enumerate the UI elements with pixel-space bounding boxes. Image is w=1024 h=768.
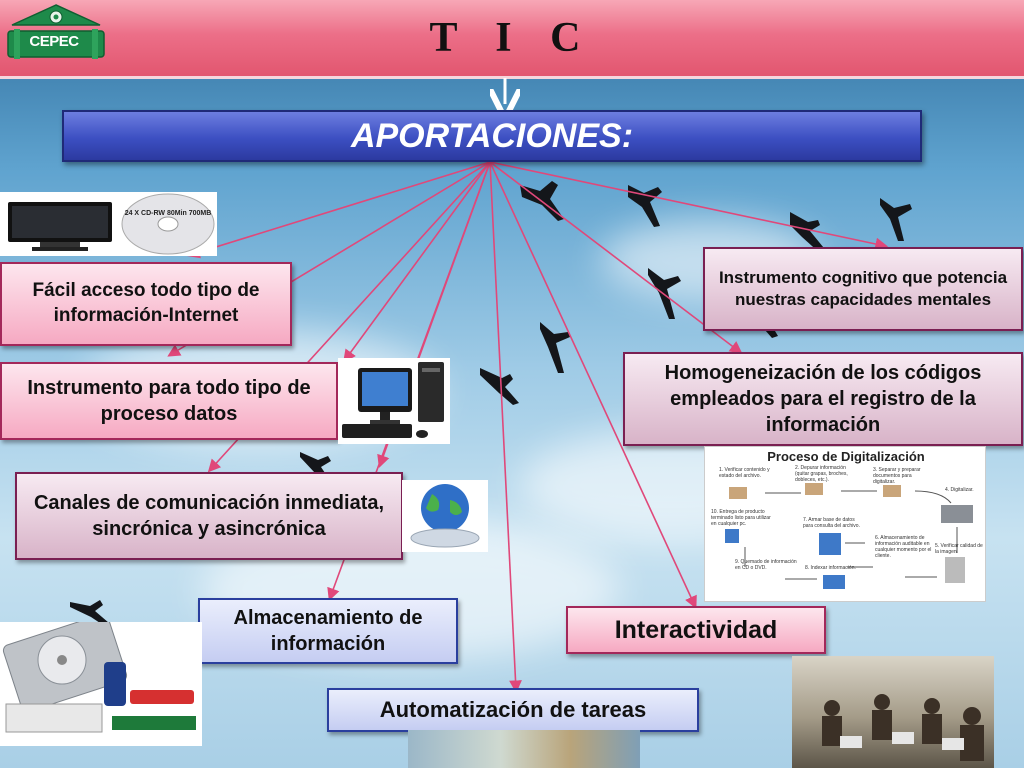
tv-icon [8, 202, 112, 251]
digitalization-step-3: 3. Separar y preparar documentos para di… [873, 467, 921, 485]
item-interactividad: Interactividad [566, 606, 826, 654]
digitalization-step-4: 4. Digitalizar. [945, 487, 974, 493]
digitalization-step-6: 6. Almacenamiento de información auditab… [875, 535, 932, 559]
digitalization-step-9: 9. Quemado de información en CD o DVD. [735, 559, 797, 571]
digitalization-step-2: 2. Depurar información (quitar grapas, b… [795, 465, 848, 483]
cd-icon: 24 X CD-RW 80Min 700MB [121, 193, 215, 255]
classroom-photo-image [792, 656, 994, 768]
digitalization-step-10: 10. Entrega de producto terminado listo … [711, 509, 771, 527]
item-automatizacion: Automatización de tareas [327, 688, 699, 732]
desktop-computer-image [338, 358, 450, 444]
item-canales-comunicacion: Canales de comunicación inmediata, sincr… [15, 472, 403, 560]
logo-text: CEPEC [29, 33, 79, 50]
item-instrumento-cognitivo: Instrumento cognitivo que potencia nuest… [703, 247, 1023, 331]
item-homogeneizacion: Homogeneización de los códigos empleados… [623, 352, 1023, 446]
page-title: T I C [429, 15, 595, 61]
hard-drive-icon [2, 613, 196, 733]
table-photo-image [408, 730, 640, 768]
globe-icon [410, 484, 480, 548]
aportaciones-title: APORTACIONES: [62, 110, 922, 162]
digitalization-step-8: 8. Indexar información. [805, 565, 856, 571]
people-icon [822, 694, 984, 761]
digitalization-step-7: 7. Armar base de datos para consulta del… [803, 517, 860, 529]
computer-icon [342, 362, 444, 438]
cepec-logo-icon [7, 4, 105, 59]
header-bar: CEPEC T I C [0, 0, 1024, 79]
tv-and-cd-image: 24 X CD-RW 80Min 700MB [0, 192, 217, 256]
digitalization-process-image: Proceso de Digitalización 1. Verificar c… [704, 446, 986, 602]
digitalization-title: Proceso de Digitalización [767, 449, 925, 464]
globe-hands-image [402, 480, 488, 552]
item-internet: Fácil acceso todo tipo de información-In… [0, 262, 292, 346]
cd-label: 24 X CD-RW 80Min 700MB [125, 210, 212, 217]
digitalization-step-5: 5. Verificar calidad de la imagen. [935, 543, 983, 555]
item-almacenamiento: Almacenamiento de información [198, 598, 458, 664]
item-proceso-datos: Instrumento para todo tipo de proceso da… [0, 362, 338, 440]
storage-devices-image [0, 613, 202, 746]
process-flow-icons [725, 483, 973, 589]
digitalization-step-1: 1. Verificar contenido y estado del arch… [719, 467, 770, 479]
